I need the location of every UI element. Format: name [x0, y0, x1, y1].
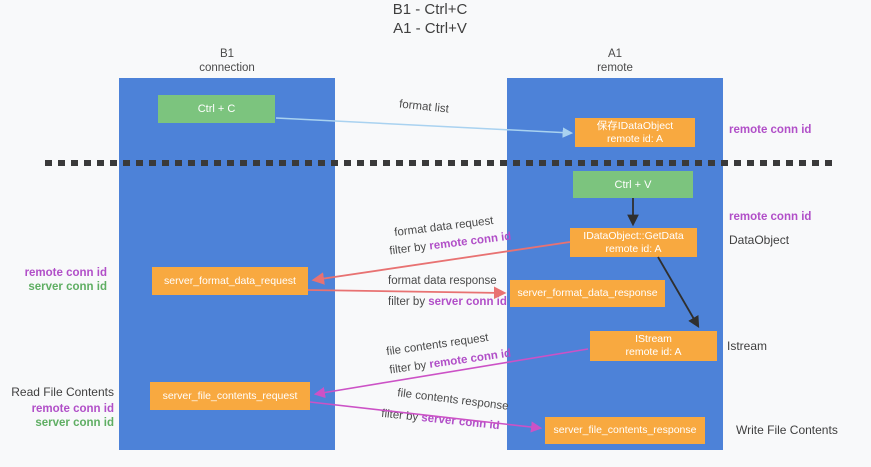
annotation-write-file-contents: Write File Contents — [736, 423, 838, 437]
annotation-format-server-conn-id: server conn id — [28, 281, 107, 293]
ctrl-v-label: Ctrl + V — [614, 178, 652, 191]
ctrl-v-box: Ctrl + V — [573, 171, 693, 198]
label-format-response-filter-key: server conn id — [428, 296, 507, 308]
idataobject-getdata-box: IDataObject::GetData remote id: A — [570, 228, 697, 257]
annotation-remote-conn-id-mid: remote conn id — [729, 211, 812, 223]
server-file-contents-request-box: server_file_contents_request — [150, 382, 310, 410]
server-file-contents-response-box: server_file_contents_response — [545, 417, 705, 444]
annotation-file-remote-conn-id: remote conn id — [31, 403, 114, 415]
label-file-response-filter-key: server conn id — [420, 412, 501, 433]
label-format-data-response: format data response — [388, 275, 497, 287]
label-file-contents-response: file contents response — [396, 387, 510, 413]
istream-line2: remote id: A — [625, 346, 682, 358]
label-format-response-filter: filter by server conn id — [388, 296, 507, 308]
istream-line1: IStream — [635, 333, 672, 345]
label-file-response-filter-prefix: filter by — [380, 407, 422, 424]
save-idataobject-line1: 保存IDataObject — [596, 119, 674, 132]
server-file-contents-request-label: server_file_contents_request — [162, 389, 298, 402]
server-file-contents-response-label: server_file_contents_response — [553, 424, 697, 436]
label-format-request-filter-key: remote conn id — [428, 230, 512, 253]
idataobject-getdata-line2: remote id: A — [605, 242, 662, 255]
title-line-2: A1 - Ctrl+V — [393, 20, 467, 37]
label-format-list: format list — [398, 98, 450, 116]
ctrl-c-label: Ctrl + C — [197, 103, 236, 115]
right-column-name: A1 — [607, 48, 623, 60]
ctrl-c-box: Ctrl + C — [158, 95, 275, 123]
annotation-istream: Istream — [727, 339, 768, 353]
label-format-request-filter-prefix: filter by — [388, 240, 431, 258]
label-format-response-filter-prefix: filter by — [388, 296, 429, 308]
server-format-data-response-label: server_format_data_response — [517, 287, 658, 299]
annotation-read-file-contents-block: Read File Contents remote conn id server… — [0, 385, 114, 430]
server-format-data-request-box: server_format_data_request — [152, 267, 308, 295]
label-file-request-filter-prefix: filter by — [388, 358, 431, 377]
left-column-name: B1 — [219, 48, 235, 60]
left-column-role: connection — [199, 62, 255, 74]
title-line-1: B1 - Ctrl+C — [392, 1, 468, 18]
label-file-response-filter: filter by server conn id — [381, 408, 500, 432]
save-idataobject-line2: remote id: A — [606, 132, 664, 145]
annotation-format-conn-ids: remote conn id server conn id — [0, 266, 107, 294]
server-format-data-response-box: server_format_data_response — [510, 280, 665, 307]
annotation-format-remote-conn-id: remote conn id — [24, 267, 107, 279]
server-format-data-request-label: server_format_data_request — [164, 274, 296, 287]
left-column-header: B1 connection — [119, 47, 335, 75]
machine-boundary-dotted-line — [45, 160, 838, 166]
annotation-dataobject: DataObject — [729, 233, 790, 247]
right-column-header: A1 remote — [507, 47, 723, 75]
right-column-role: remote — [597, 62, 633, 74]
annotation-file-server-conn-id: server conn id — [35, 417, 114, 429]
annotation-remote-conn-id-top: remote conn id — [729, 124, 812, 136]
save-idataobject-box: 保存IDataObject remote id: A — [575, 118, 695, 147]
annotation-read-file-contents: Read File Contents — [11, 385, 114, 399]
diagram-title: B1 - Ctrl+C A1 - Ctrl+V — [0, 0, 860, 38]
format-data-response-arrow — [307, 286, 507, 300]
label-file-request-filter-key: remote conn id — [428, 347, 512, 371]
istream-box: IStream remote id: A — [590, 331, 717, 361]
idataobject-getdata-line1: IDataObject::GetData — [583, 229, 684, 242]
